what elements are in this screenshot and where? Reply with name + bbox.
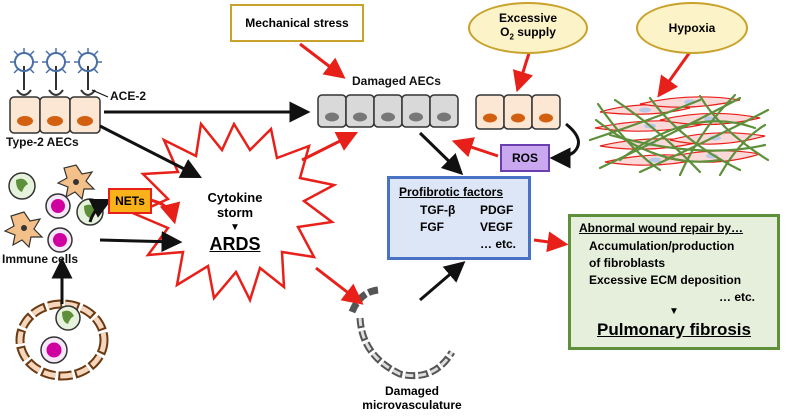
arrow-o2cells-to-ros <box>549 122 580 169</box>
arrow-micro-to-profibrotic <box>419 261 466 302</box>
immune-cells-group <box>3 164 104 253</box>
red-arrows <box>149 42 692 305</box>
type2-aecs-label: Type-2 AECs <box>6 135 79 149</box>
immune-cells-label: Immune cells <box>2 252 79 266</box>
ace2-label: ACE-2 <box>110 89 147 103</box>
wound-line2: of fibroblasts <box>589 256 666 270</box>
excessive-o2-line1: Excessive <box>498 11 558 26</box>
damaged-aec-cells <box>317 94 459 128</box>
mechanical-stress-label: Mechanical stress <box>245 16 349 30</box>
arrow-ros-to-profibrotic <box>451 137 499 158</box>
pulmonary-fibrosis-label: Pulmonary fibrosis <box>597 320 751 339</box>
arrow-damaged-to-profibrotic <box>418 131 464 176</box>
fibroblast-ecm-tangle <box>588 93 770 177</box>
ards-label: ARDS <box>209 234 261 254</box>
arrow-type2-to-storm <box>99 124 203 179</box>
arrow-mech-to-damaged <box>299 42 346 79</box>
arrow-profibrotic-to-wound <box>533 231 569 253</box>
cytokine-storm-text: Cytokine storm ▼ ARDS <box>190 190 280 254</box>
o2-supply-text: supply <box>513 25 556 40</box>
arrow-o2-to-cells <box>512 49 533 93</box>
factor-vegf: VEGF <box>480 220 513 234</box>
arrow-hypoxia-to-tangle <box>657 51 692 98</box>
arrow-immune-to-storm <box>99 231 183 253</box>
wound-etc: … etc. <box>719 290 756 304</box>
nets-box: NETs <box>108 188 152 214</box>
excessive-o2-line2: O2 supply <box>500 25 556 44</box>
hypoxia-oval: Hypoxia <box>636 2 748 54</box>
hypoxia-label: Hypoxia <box>668 21 716 35</box>
factor-tgf-beta: TGF-β <box>420 203 456 217</box>
factor-pdgf: PDGF <box>480 203 514 217</box>
wound-title: Abnormal wound repair by… <box>579 221 744 235</box>
wound-line3: Excessive ECM deposition <box>589 273 742 287</box>
cytokine-line1: Cytokine <box>207 190 263 205</box>
ace2-receptors <box>10 48 109 98</box>
arrow-storm-to-damaged <box>301 131 359 162</box>
o2-subscript: 2 <box>509 32 514 42</box>
damaged-aecs-label: Damaged AECs <box>352 74 441 88</box>
factor-fgf: FGF <box>420 220 444 234</box>
nets-label: NETs <box>115 194 145 208</box>
arrow-storm-to-micro <box>315 266 364 305</box>
mechanical-stress-box: Mechanical stress <box>230 4 364 42</box>
o2-letter: O <box>500 25 510 40</box>
damaged-microvasculature-label: Damaged microvasculature <box>352 384 472 412</box>
wound-down-arrow: ▼ <box>669 306 679 317</box>
type2-aec-cells <box>9 96 101 134</box>
black-arrows <box>51 101 580 304</box>
arrow-nets-to-storm <box>149 198 181 225</box>
ros-label: ROS <box>511 151 538 165</box>
arrow-immune-to-nets <box>88 198 113 223</box>
oxygen-exposed-aec-cells <box>475 94 561 130</box>
ros-box: ROS <box>500 144 550 172</box>
blood-vessel <box>15 299 109 381</box>
profibrotic-factors-box: Profibrotic factors TGF-β PDGF FGF VEGF … <box>387 176 531 260</box>
cytokine-down-arrow: ▼ <box>230 222 240 233</box>
profibrotic-title: Profibrotic factors <box>399 185 504 199</box>
profibrotic-etc: … etc. <box>480 237 517 251</box>
damaged-micro-line2: microvasculature <box>362 398 462 412</box>
wound-line1: Accumulation/production <box>589 239 735 253</box>
wound-repair-box: Abnormal wound repair by… Accumulation/p… <box>568 214 780 350</box>
damaged-micro-line1: Damaged <box>384 384 440 398</box>
damaged-microvasculature-shape <box>348 286 456 380</box>
cytokine-line2: storm <box>216 205 254 220</box>
excessive-o2-oval: Excessive O2 supply <box>468 2 588 54</box>
